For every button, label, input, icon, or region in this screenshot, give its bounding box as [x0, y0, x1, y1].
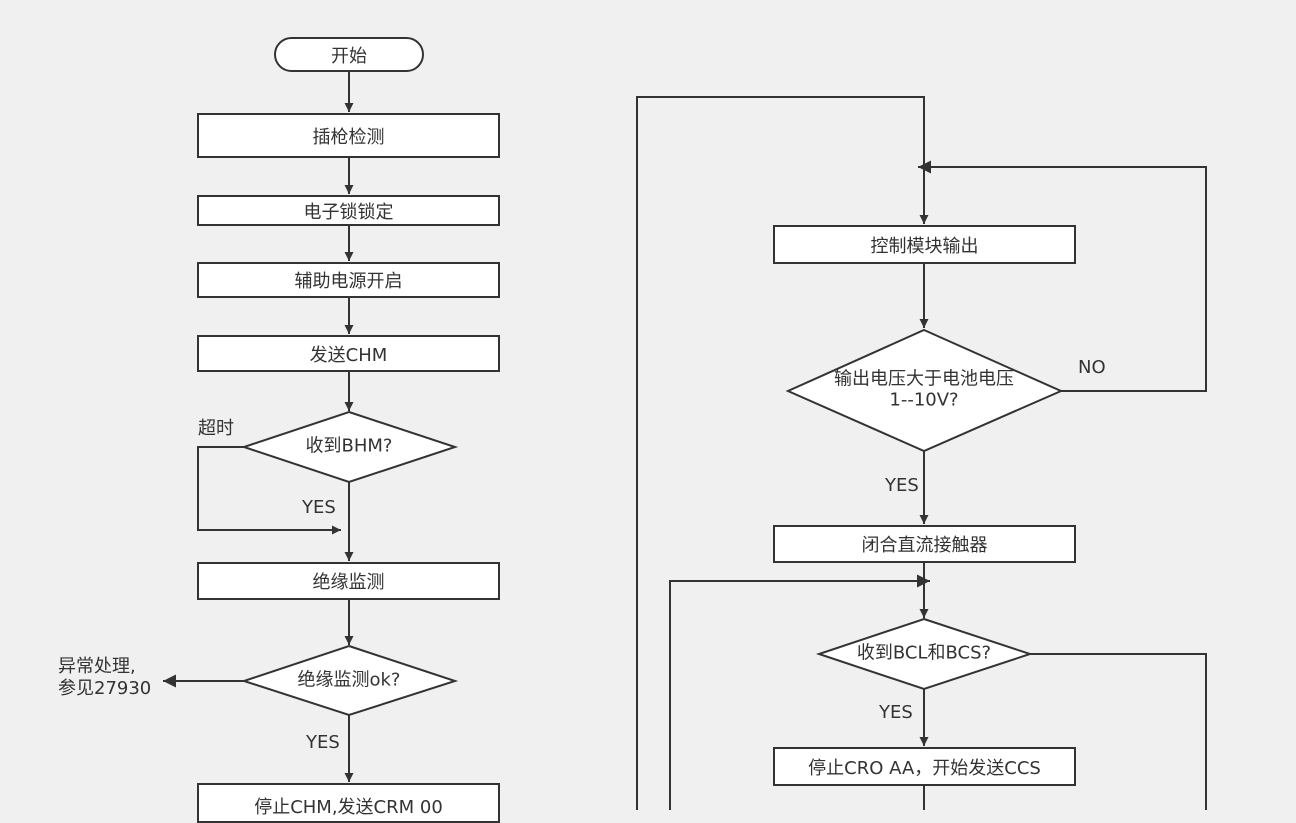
- edge-loop-back-bcl: [669, 574, 930, 810]
- label-yes-insulation: YES: [306, 732, 340, 753]
- decision-recv-bcl-bcs-label: 收到BCL和BCS?: [856, 642, 992, 664]
- process-send-chm: 发送CHM: [197, 335, 500, 372]
- edge-bcl-right: [1030, 653, 1207, 810]
- decision-voltage-label: 输出电压大于电池电压 1--10V?: [834, 369, 1014, 410]
- process-aux-power: 辅助电源开启: [197, 262, 500, 298]
- decision-insulation-ok-label: 绝缘监测ok?: [297, 669, 401, 691]
- process-plug-detect: 插枪检测: [197, 113, 500, 158]
- label-yes-bhm: YES: [302, 497, 336, 518]
- process-module-output: 控制模块输出: [773, 225, 1076, 264]
- process-close-contactor: 闭合直流接触器: [773, 525, 1076, 563]
- decision-voltage-line1: 输出电压大于电池电压: [834, 368, 1014, 390]
- decision-recv-bhm-label: 收到BHM?: [305, 435, 393, 457]
- decision-recv-bhm: [240, 410, 459, 484]
- decision-voltage: [785, 328, 1064, 453]
- start-terminal: 开始: [274, 37, 424, 72]
- decision-voltage-line2: 1--10V?: [889, 389, 959, 410]
- process-insulation: 绝缘监测: [197, 562, 500, 600]
- decision-insulation-ok: [240, 644, 459, 717]
- process-lock: 电子锁锁定: [197, 195, 500, 226]
- label-exception-line1: 异常处理,: [58, 656, 136, 677]
- label-timeout: 超时: [198, 418, 234, 439]
- decision-recv-bcl-bcs: [815, 617, 1034, 691]
- label-exception-line2: 参见27930: [58, 677, 152, 699]
- process-stop-chm: 停止CHM,发送CRM 00: [197, 783, 500, 823]
- edge-voltage-no-loop: [918, 160, 1207, 392]
- label-exception: 异常处理, 参见27930: [58, 656, 151, 699]
- process-stop-cro: 停止CRO AA，开始发送CCS: [773, 747, 1076, 786]
- label-no-voltage: NO: [1078, 357, 1106, 378]
- label-yes-bcl: YES: [879, 702, 913, 723]
- edge-bhm-timeout-loop: [197, 446, 341, 535]
- label-yes-voltage: YES: [885, 475, 919, 496]
